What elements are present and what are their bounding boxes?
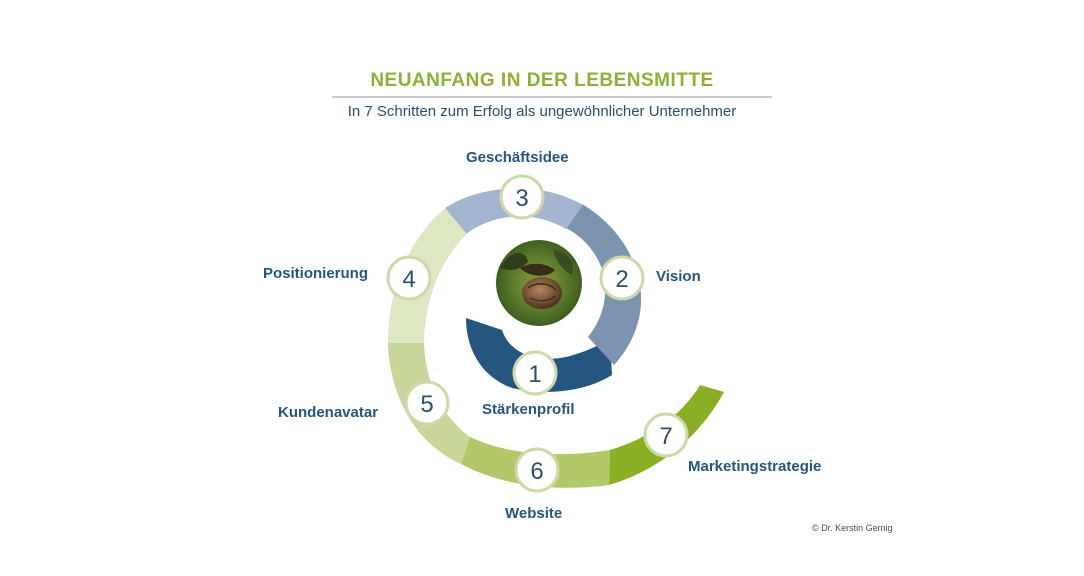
- segment-2: [566, 204, 642, 365]
- walnut-photo: [496, 240, 582, 326]
- step-circle-3: 3: [499, 174, 545, 220]
- copyright-notice: © Dr. Kerstin Gernig: [812, 523, 893, 533]
- step-label-5: Kundenavatar: [278, 404, 379, 421]
- step-number-7: 7: [659, 423, 672, 450]
- step-label-6: Website: [505, 505, 563, 522]
- page-subtitle: In 7 Schritten zum Erfolg als ungewöhnli…: [347, 103, 737, 120]
- step-label-3: Geschäftsidee: [466, 149, 569, 166]
- step-label-4: Positionierung: [263, 265, 368, 282]
- step-circle-6: 6: [514, 447, 560, 493]
- step-circle-1: 1: [512, 350, 558, 396]
- segment-1: [466, 318, 612, 392]
- step-number-1: 1: [528, 361, 541, 388]
- step-label-2: Vision: [656, 268, 701, 285]
- step-number-5: 5: [420, 391, 433, 418]
- step-number-3: 3: [515, 185, 528, 212]
- step-number-6: 6: [530, 458, 543, 485]
- page-title: NEUANFANG IN DER LEBENSMITTE: [370, 70, 714, 91]
- step-label-1: Stärkenprofil: [482, 401, 575, 418]
- step-label-7: Marketingstrategie: [688, 458, 822, 475]
- step-number-2: 2: [615, 266, 628, 293]
- title-divider: [332, 96, 772, 98]
- step-circle-4: 4: [386, 255, 432, 301]
- step-number-4: 4: [402, 266, 415, 293]
- step-circle-7: 7: [643, 412, 689, 458]
- step-circle-2: 2: [599, 255, 645, 301]
- step-circle-5: 5: [404, 380, 450, 426]
